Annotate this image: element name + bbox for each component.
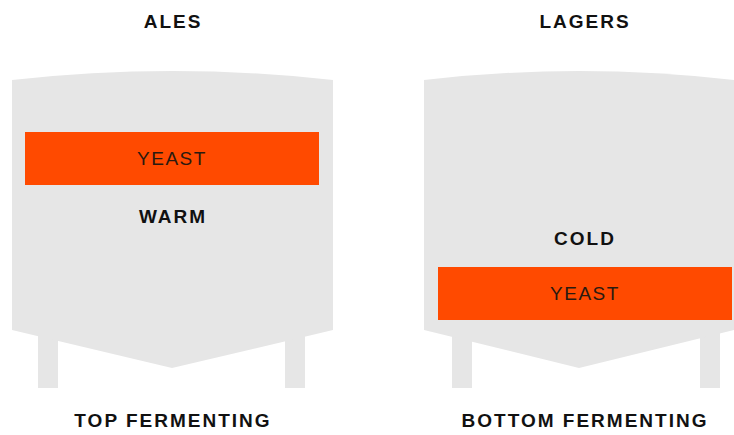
tank-body	[12, 71, 333, 368]
beer-type-title: ALES	[13, 11, 333, 33]
fermentation-label: BOTTOM FERMENTING	[425, 410, 734, 432]
tank-outline	[411, 0, 734, 435]
tank-body	[424, 71, 734, 368]
yeast-band: YEAST	[25, 132, 319, 185]
yeast-label: YEAST	[438, 267, 732, 320]
fermentation-tank: ALES WARM TOP FERMENTING YEAST	[0, 0, 346, 435]
fermentation-label: TOP FERMENTING	[13, 410, 333, 432]
fermentation-tank: LAGERS COLD BOTTOM FERMENTING YEAST	[411, 0, 734, 435]
temperature-label: WARM	[13, 206, 333, 228]
yeast-band: YEAST	[438, 267, 732, 320]
yeast-label: YEAST	[25, 132, 319, 185]
temperature-label: COLD	[425, 228, 734, 250]
beer-type-title: LAGERS	[425, 11, 734, 33]
